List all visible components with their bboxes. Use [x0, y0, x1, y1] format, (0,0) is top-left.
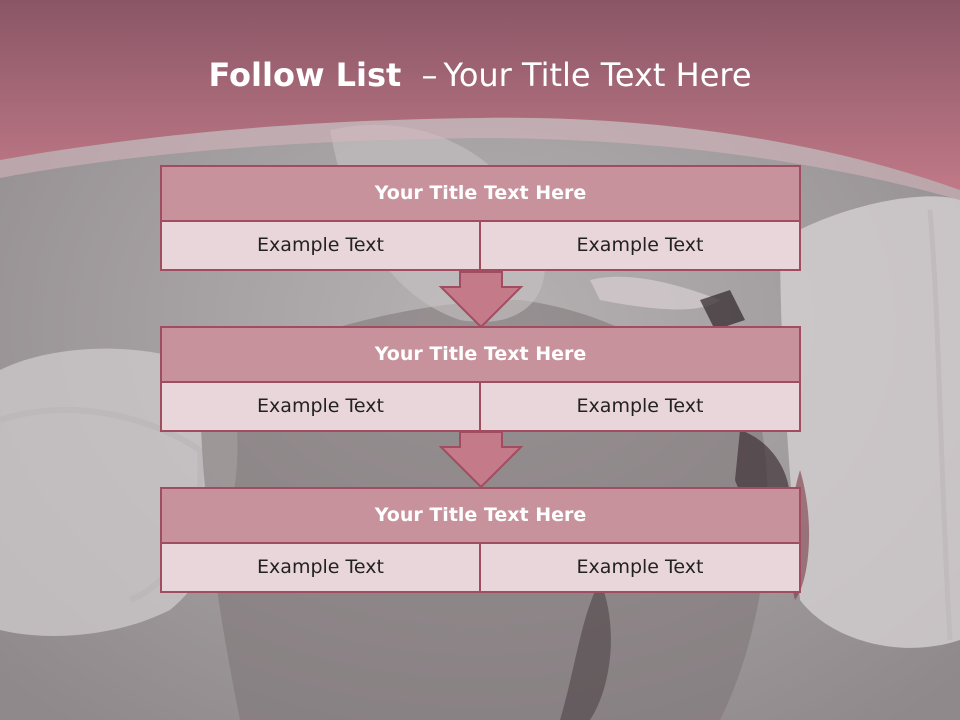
- block-row: Example Text Example Text: [160, 544, 801, 593]
- block-right-text: Example Text: [481, 222, 801, 271]
- block-title: Your Title Text Here: [160, 487, 801, 544]
- list-block-1: Your Title Text Here Example Text Exampl…: [160, 165, 801, 271]
- title-rest: Your Title Text Here: [443, 56, 752, 94]
- block-left-text: Example Text: [160, 222, 481, 271]
- list-block-3: Your Title Text Here Example Text Exampl…: [160, 487, 801, 593]
- block-right-text: Example Text: [481, 383, 801, 432]
- title-bold: Follow List: [208, 56, 402, 94]
- block-row: Example Text Example Text: [160, 383, 801, 432]
- block-title: Your Title Text Here: [160, 165, 801, 222]
- slide-title: Follow List –Your Title Text Here: [0, 52, 960, 98]
- block-title: Your Title Text Here: [160, 326, 801, 383]
- block-right-text: Example Text: [481, 544, 801, 593]
- block-row: Example Text Example Text: [160, 222, 801, 271]
- block-left-text: Example Text: [160, 544, 481, 593]
- block-left-text: Example Text: [160, 383, 481, 432]
- list-block-2: Your Title Text Here Example Text Exampl…: [160, 326, 801, 432]
- down-arrow-icon: [438, 271, 524, 329]
- down-arrow-icon: [438, 431, 524, 489]
- title-dash: –: [421, 56, 438, 94]
